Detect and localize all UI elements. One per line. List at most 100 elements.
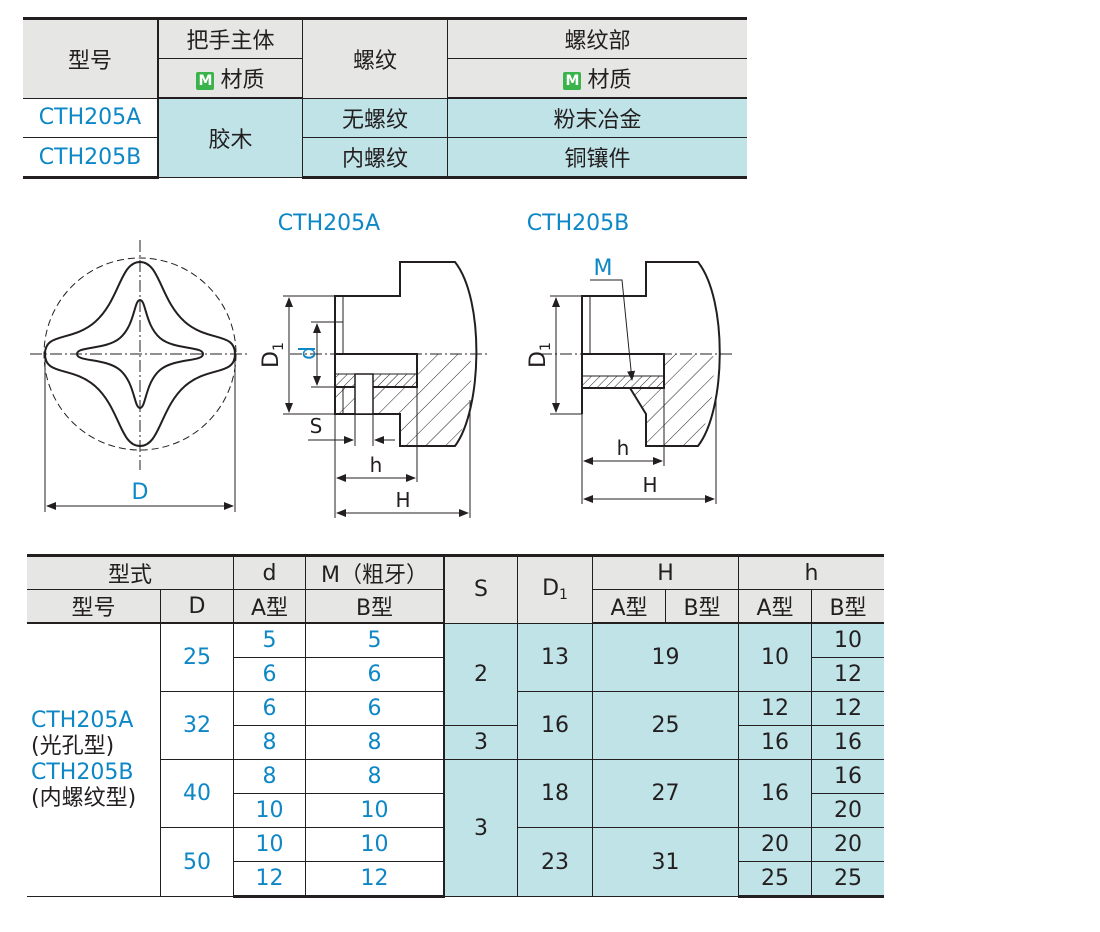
D1-cell: 18	[517, 759, 593, 828]
hB-cell: 16	[811, 759, 884, 794]
M-cell: 6	[305, 691, 445, 726]
material-badge-icon: M	[563, 72, 582, 90]
hB-cell: 16	[811, 725, 884, 760]
model-desc-a: (光孔型)	[31, 734, 115, 759]
hA-cell: 25	[738, 861, 812, 898]
header-H-btype: B型	[665, 589, 739, 624]
spec-table: 型式 d M（粗牙） S D1 H h 型号 D A型 B型 A型 B型 A型 …	[27, 554, 884, 898]
M-cell: 8	[305, 759, 445, 794]
M-cell: 5	[305, 622, 445, 658]
dim-label-M: M	[594, 256, 613, 281]
header-body-material: M 材质	[158, 58, 303, 99]
thread-part-cell: 粉末冶金	[447, 97, 747, 138]
H-cell: 25	[592, 691, 739, 760]
header-thread: 螺纹	[302, 17, 448, 99]
header-body: 把手主体	[157, 17, 303, 59]
M-cell: 12	[305, 861, 445, 898]
model-cell: CTH205A	[23, 97, 159, 138]
hA-cell: 12	[738, 691, 812, 726]
dim-label-h: h	[617, 436, 630, 460]
material-table: 型号 把手主体 螺纹 螺纹部 M 材质 M 材质 CTH205A 胶木 无螺纹 粉末…	[23, 17, 747, 179]
dim-label-H: H	[395, 488, 410, 512]
d-cell: 10	[233, 793, 306, 828]
model-name-a: CTH205A	[31, 708, 134, 733]
hB-cell: 25	[811, 861, 884, 898]
hB-cell: 20	[811, 827, 884, 862]
S-cell: 3	[443, 759, 518, 897]
d-cell: 6	[233, 691, 306, 726]
technical-drawing: CTH205A CTH205B D D1 d S	[30, 211, 735, 518]
header-h: h	[738, 554, 884, 590]
header-model: 型号	[23, 17, 159, 99]
model-cell: CTH205B	[23, 137, 159, 179]
thread-cell: 无螺纹	[302, 97, 448, 138]
dim-label-h: h	[370, 453, 383, 477]
d-cell: 8	[233, 725, 306, 760]
header-thread-material: M 材质	[447, 58, 747, 99]
header-model: 型号	[27, 589, 161, 624]
header-h-btype: B型	[811, 589, 884, 624]
S-cell: 2	[443, 622, 518, 726]
dim-label-D1: D1	[259, 342, 287, 368]
hB-cell: 12	[811, 657, 884, 692]
body-material-cell: 胶木	[157, 97, 303, 178]
thread-cell: 内螺纹	[302, 137, 448, 179]
D-cell: 50	[160, 827, 234, 897]
D1-cell: 13	[517, 622, 593, 692]
dim-label-H: H	[642, 473, 657, 497]
D1-cell: 16	[517, 691, 593, 760]
thread-part-cell: 铜镶件	[447, 137, 747, 179]
dim-label-d: d	[296, 346, 321, 360]
header-D1: D1	[517, 554, 593, 624]
M-cell: 10	[305, 827, 445, 862]
side-view-a: D1 d S h H	[259, 261, 490, 518]
hB-cell: 10	[811, 622, 884, 658]
D-cell: 25	[160, 622, 234, 692]
model-name-b: CTH205B	[31, 760, 134, 785]
D1-cell: 23	[517, 827, 593, 897]
side-view-b: D1 M h H	[526, 256, 735, 504]
d-cell: 8	[233, 759, 306, 794]
material-label: 材质	[587, 68, 632, 93]
material-label: 材质	[220, 68, 265, 93]
H-cell: 31	[592, 827, 739, 897]
d-cell: 6	[233, 657, 306, 692]
M-cell: 10	[305, 793, 445, 828]
D-cell: 40	[160, 759, 234, 828]
header-type: 型式	[27, 554, 234, 590]
drawing-title-a: CTH205A	[278, 211, 380, 236]
d-cell: 12	[233, 861, 306, 898]
header-M-btype: B型	[305, 589, 445, 624]
d-cell: 10	[233, 827, 306, 862]
header-d: d	[233, 554, 306, 590]
H-cell: 27	[592, 759, 739, 828]
header-D: D	[160, 589, 234, 624]
d-cell: 5	[233, 622, 306, 658]
dim-label-D: D	[132, 480, 149, 505]
H-cell: 19	[592, 622, 739, 692]
S-cell: 3	[443, 725, 518, 760]
header-M: M（粗牙）	[305, 554, 445, 590]
header-thread-part: 螺纹部	[447, 17, 747, 59]
header-H: H	[592, 554, 739, 590]
hA-cell: 10	[738, 622, 812, 692]
header-d-atype: A型	[233, 589, 306, 624]
model-desc-b: (内螺纹型)	[31, 786, 137, 811]
hA-cell: 20	[738, 827, 812, 862]
model-cell: CTH205A (光孔型) CTH205B (内螺纹型)	[27, 622, 161, 897]
drawing-title-b: CTH205B	[527, 211, 629, 236]
D-cell: 32	[160, 691, 234, 760]
header-H-atype: A型	[592, 589, 666, 624]
header-S: S	[443, 554, 518, 624]
hA-cell: 16	[738, 725, 812, 760]
M-cell: 6	[305, 657, 445, 692]
dim-label-D1: D1	[526, 342, 554, 368]
front-view: D	[30, 240, 250, 512]
dim-label-S: S	[310, 414, 323, 438]
M-cell: 8	[305, 725, 445, 760]
hA-cell: 16	[738, 759, 812, 828]
hB-cell: 20	[811, 793, 884, 828]
header-h-atype: A型	[738, 589, 812, 624]
material-badge-icon: M	[196, 72, 215, 90]
hB-cell: 12	[811, 691, 884, 726]
